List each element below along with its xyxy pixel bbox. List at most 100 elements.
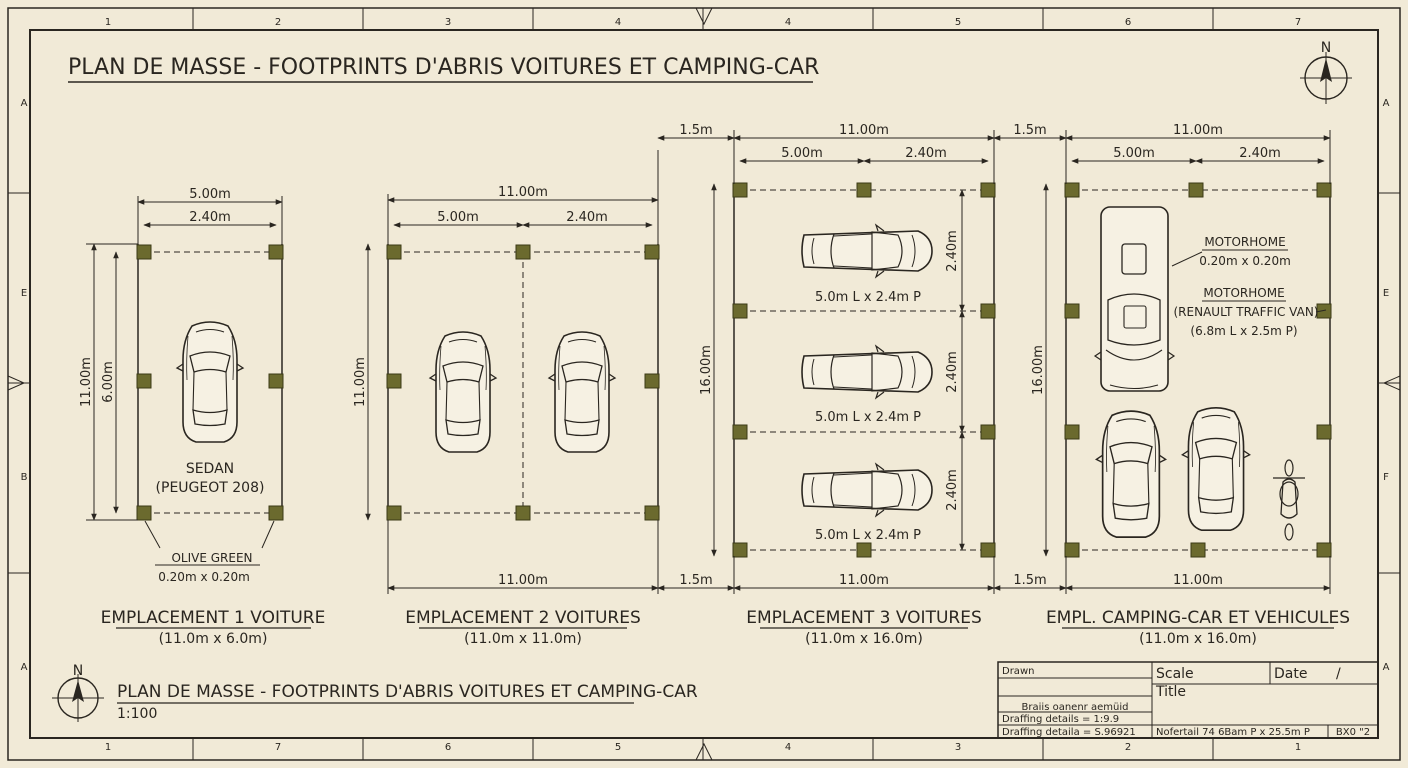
dim-label: 1.5m	[1013, 123, 1046, 138]
dim-label: 1.5m	[1013, 573, 1046, 588]
car-icon	[429, 331, 497, 453]
post-marker	[856, 182, 872, 198]
post-marker	[732, 424, 748, 440]
grid-ref-label: 6	[1125, 17, 1131, 28]
dim-label: 5.00m	[781, 146, 823, 161]
post-marker	[1316, 542, 1332, 558]
dim-label: 11.00m	[839, 573, 889, 588]
dim-label: 2.40m	[905, 146, 947, 161]
dim-label: 1.5m	[679, 123, 712, 138]
grid-ref-label: 4	[785, 17, 791, 28]
post-marker	[732, 303, 748, 319]
inner-border	[29, 29, 1379, 739]
post-marker	[980, 542, 996, 558]
post-marker	[732, 542, 748, 558]
car-label-model: (PEUGEOT 208)	[156, 480, 265, 496]
grid-ref-label: 1	[105, 17, 111, 28]
bay-label: 5.0m L x 2.4m P	[815, 410, 921, 425]
grid-ref-label: 3	[445, 17, 451, 28]
post-marker	[1316, 424, 1332, 440]
dim-label: 11.00m	[498, 573, 548, 588]
dim-label: 5.00m	[189, 187, 231, 202]
plan-4-name: EMPL. CAMPING-CAR ET VEHICULES	[1046, 608, 1350, 628]
car-icon	[801, 224, 933, 278]
post-marker	[1316, 182, 1332, 198]
post-marker	[1064, 182, 1080, 198]
grid-ref-label: 7	[1295, 17, 1301, 28]
dim-label: 5.00m	[437, 210, 479, 225]
post-marker	[386, 244, 402, 260]
post-marker	[1064, 303, 1080, 319]
dim-label: 11.00m	[353, 357, 368, 407]
grid-ref-label: 2	[1125, 742, 1131, 753]
post-marker	[980, 424, 996, 440]
north-arrow-icon: N	[52, 663, 104, 722]
car-icon	[176, 321, 244, 443]
motorhome-note: MOTORHOME	[1203, 286, 1284, 300]
tb-sheet-number: BX0 "2	[1336, 727, 1370, 738]
car-icon	[801, 463, 933, 517]
post-marker	[856, 542, 872, 558]
post-marker	[136, 373, 152, 389]
tb-line: Braiis oanenr aemüid	[1022, 702, 1129, 713]
north-arrow-icon: N	[1300, 40, 1352, 104]
grid-ref-label: A	[21, 662, 28, 673]
dim-label: 2.40m	[945, 351, 960, 393]
dim-label: 16.00m	[1031, 345, 1046, 395]
bay-label: 5.0m L x 2.4m P	[815, 290, 921, 305]
grid-ref-label: 3	[955, 742, 961, 753]
car-icon	[1181, 407, 1251, 532]
grid-ref-label: F	[1383, 472, 1389, 483]
dim-label: 2.40m	[189, 210, 231, 225]
dim-label: 11.00m	[1173, 573, 1223, 588]
motorhome-note: (6.8m L x 2.5m P)	[1190, 324, 1297, 338]
grid-ref-label: 5	[955, 17, 961, 28]
post-marker	[1064, 424, 1080, 440]
post-marker	[386, 505, 402, 521]
post-marker	[268, 373, 284, 389]
car-label-type: SEDAN	[186, 461, 234, 477]
motorcycle-icon	[1273, 459, 1305, 541]
post-note-size: 0.20m x 0.20m	[158, 570, 250, 584]
motorhome-note: 0.20m x 0.20m	[1199, 254, 1291, 268]
grid-ref-label: 4	[615, 17, 621, 28]
motorhome-note: MOTORHOME	[1204, 235, 1285, 249]
bottom-title: PLAN DE MASSE - FOOTPRINTS D'ABRIS VOITU…	[117, 682, 698, 702]
plan-2-name: EMPLACEMENT 2 VOITURES	[405, 608, 641, 628]
grid-ref-label: 5	[615, 742, 621, 753]
post-marker	[136, 244, 152, 260]
post-marker	[268, 244, 284, 260]
grid-ticks	[7, 7, 1401, 761]
plan-1-name: EMPLACEMENT 1 VOITURE	[101, 608, 326, 628]
post-marker	[268, 505, 284, 521]
grid-ref-label: E	[21, 288, 27, 299]
title-block: Drawn Scale Date / Title Braiis oanenr a…	[997, 661, 1379, 739]
motorhome-note: (RENAULT TRAFFIC VAN)	[1174, 305, 1319, 319]
grid-ref-label: 4	[785, 742, 791, 753]
tb-line: Draffing details = 1:9.9	[1002, 714, 1119, 725]
plan-1-size: (11.0m x 6.0m)	[159, 631, 268, 647]
post-marker	[644, 505, 660, 521]
outer-border	[7, 7, 1401, 761]
post-marker	[980, 182, 996, 198]
dim-label: 16.00m	[699, 345, 714, 395]
post-note-color: OLIVE GREEN	[171, 551, 252, 565]
post-marker	[1190, 542, 1206, 558]
plan-4-size: (11.0m x 16.0m)	[1139, 631, 1257, 647]
dim-label: 2.40m	[566, 210, 608, 225]
post-marker	[1188, 182, 1204, 198]
dim-label: 2.40m	[1239, 146, 1281, 161]
post-marker	[1316, 303, 1332, 319]
post-marker	[980, 303, 996, 319]
plan-3-name: EMPLACEMENT 3 VOITURES	[746, 608, 982, 628]
grid-ref-label: B	[21, 472, 28, 483]
car-icon	[801, 345, 933, 399]
grid-ref-label: 2	[275, 17, 281, 28]
dim-label: 2.40m	[945, 230, 960, 272]
post-marker	[136, 505, 152, 521]
plan-2-size: (11.0m x 11.0m)	[464, 631, 582, 647]
grid-ref-label: 7	[275, 742, 281, 753]
grid-ref-label: A	[21, 98, 28, 109]
sheet-title: PLAN DE MASSE - FOOTPRINTS D'ABRIS VOITU…	[68, 55, 819, 80]
